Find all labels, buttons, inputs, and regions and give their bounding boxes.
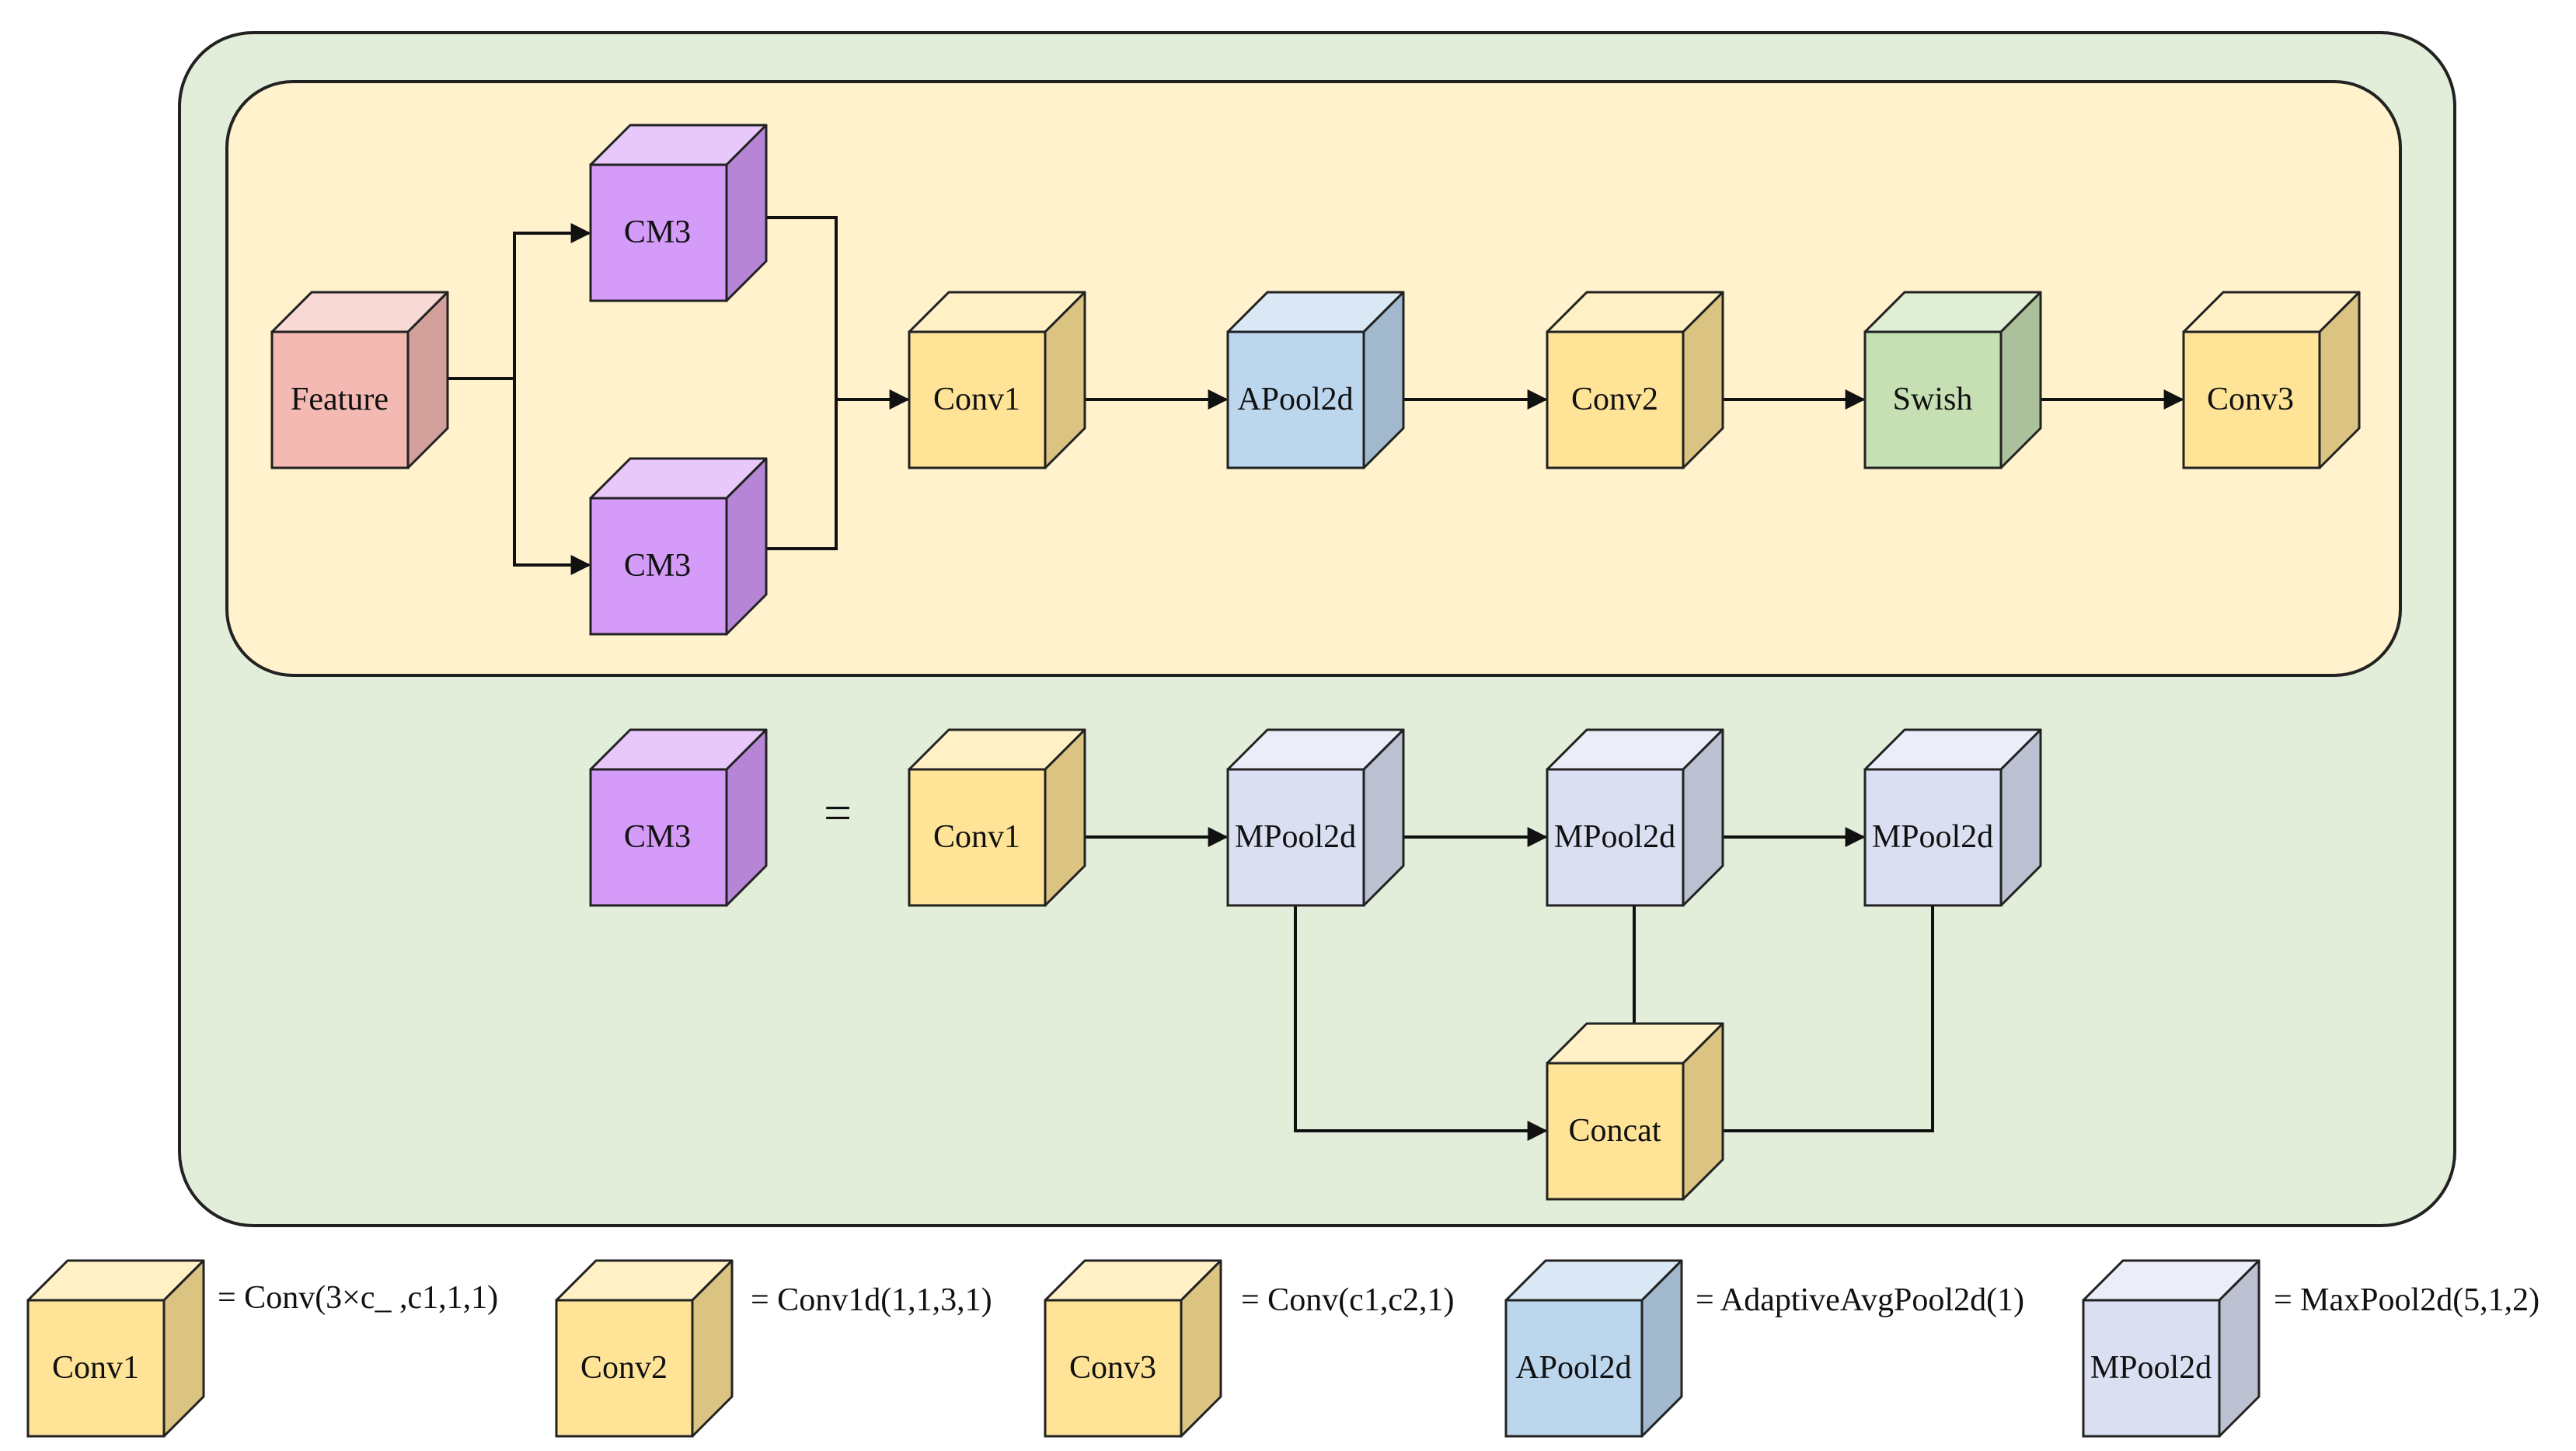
mpool2d-1-to-concat-arrow (1294, 905, 1548, 1141)
connectors (426, 216, 2184, 1141)
mpool2d-3-to-concat-arrow (1682, 905, 1934, 1141)
concat-cube-front-face (1546, 1062, 1685, 1201)
mpool2d-3-cube-front-face (1863, 768, 2003, 907)
mpool2d-2-cube-front-face (1546, 768, 1685, 907)
cm3-upper-cube (589, 124, 768, 302)
mpool2d-2-cube (1546, 728, 1724, 907)
mpool2d-3-cube (1863, 728, 2042, 907)
mpool2d-1-cube (1226, 728, 1405, 907)
mpool2d-1-cube-front-face (1226, 768, 1365, 907)
split-to-cm3-upper-arrow (513, 223, 591, 378)
cm3-conv1-cube-front-face (908, 768, 1047, 907)
legend-apool2d-cube-front-face (1504, 1299, 1644, 1438)
cm3-lower-cube-front-face (589, 497, 728, 636)
legend-conv1-cube-front-face (26, 1299, 166, 1438)
conv1-cube-front-face (908, 330, 1047, 469)
cm3-upper-cube-front-face (589, 163, 728, 302)
legend-conv2-cube (555, 1259, 734, 1438)
feature-cube (270, 291, 449, 469)
conv1-cube (908, 291, 1086, 469)
swish-cube-front-face (1863, 330, 2003, 469)
apool2d-cube-front-face (1226, 330, 1365, 469)
conv3-cube (2182, 291, 2361, 469)
apool2d-cube (1226, 291, 1405, 469)
conv2-cube (1546, 291, 1724, 469)
cm3-definition-cube-front-face (589, 768, 728, 907)
cm3-lower-cube (589, 457, 768, 636)
cm3-definition-cube (589, 728, 768, 907)
concat-cube (1546, 1022, 1724, 1201)
legend-conv3-cube (1044, 1259, 1222, 1438)
legend-mpool2d-cube-front-face (2082, 1299, 2221, 1438)
legend-conv2-cube-front-face (555, 1299, 694, 1438)
swish-cube (1863, 291, 2042, 469)
feature-cube-front-face (270, 330, 410, 469)
legend-conv3-cube-front-face (1044, 1299, 1183, 1438)
cm3-conv1-cube (908, 728, 1086, 907)
conv3-cube-front-face (2182, 330, 2321, 469)
conv2-cube-front-face (1546, 330, 1685, 469)
split-to-cm3-lower-arrow (513, 378, 591, 575)
legend-mpool2d-cube (2082, 1259, 2261, 1438)
cm3-upper-out-line (750, 216, 838, 550)
legend-conv1-cube (26, 1259, 205, 1438)
legend-apool2d-cube (1504, 1259, 1683, 1438)
blocks (26, 124, 2361, 1438)
